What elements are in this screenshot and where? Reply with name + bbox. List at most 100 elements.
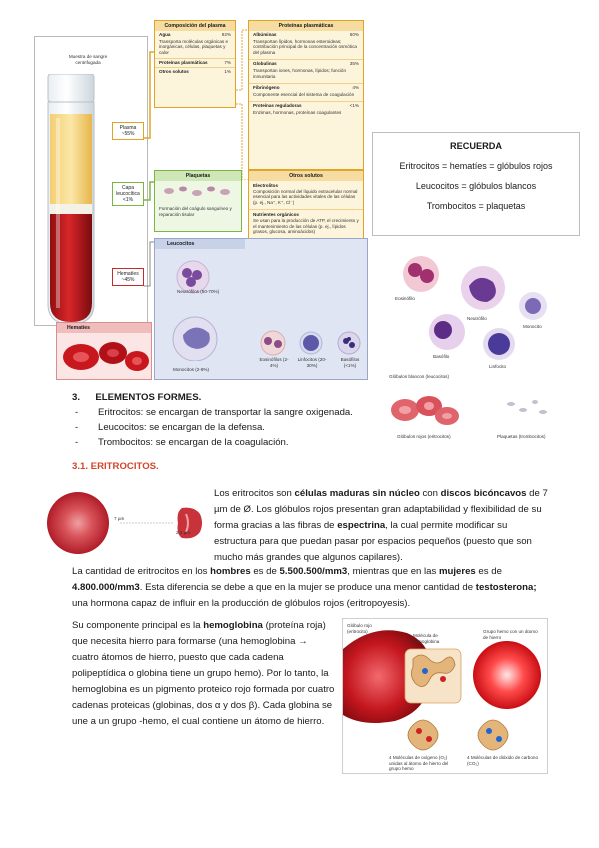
rbc-diagram: 7 µm 2,5 µm (44, 490, 206, 556)
text: , la cual permite modificar su estructur… (214, 520, 532, 563)
text: , mientras que en las (347, 566, 439, 577)
bold-text: 5.500.500/mm3 (279, 566, 348, 577)
hb-caption-oxygen: 4 Moléculas de oxígeno (O₂) unidas al át… (389, 755, 449, 772)
platelets-illustration (164, 186, 230, 196)
cell-label-eosinophil: Eosinófilos (2-4%) (259, 357, 289, 368)
plasma-row-name: Proteínas plasmáticas (159, 60, 208, 66)
text: es de (475, 566, 502, 577)
recuerda-line: Leucocitos = glóbulos blancos (415, 181, 537, 191)
protein-row-desc: Transportan iones, hormonas, lípidos; fu… (253, 67, 347, 79)
text: (proteína roja) que necesita hierro para… (72, 620, 335, 727)
protein-row-desc: Enzimas, hormonas, proteínas coagulantes (253, 109, 342, 115)
recuerda-box: RECUERDA Eritrocitos = hematíes = glóbul… (372, 132, 580, 236)
other-solutes-title: Otros solutos (249, 171, 363, 181)
bold-text: testosterona; (475, 582, 537, 593)
tube-caption: Muestra de sangre centrifugada (68, 54, 108, 65)
protein-row-value: 4% (352, 85, 359, 91)
list-item: Eritrocitos: se encargan de transportar … (72, 405, 382, 420)
cell-label-lymphocyte: Linfocitos (20-30%) (297, 357, 327, 368)
rbc-platelets-figure: Glóbulos rojos (eritrocitos) Plaquetas (… (383, 392, 583, 444)
wbc-caption: Glóbulos blancos (leucocitos) (389, 374, 450, 379)
wbc-label-neutrophil: Neutrófilo (467, 316, 487, 321)
protein-row-desc: Transportan lípidos, hormonas esteroidea… (253, 38, 357, 55)
blood-composition-figure: Muestra de sangre centrifugada Plasma ~5… (30, 12, 368, 384)
bold-text: espectrina (337, 520, 386, 531)
hb-caption-co2: 4 Moléculas de dióxido de carbono (CO₂) (467, 755, 538, 766)
text: Su componente principal es la (72, 620, 204, 631)
solute-row-desc: Se usan para la producción de ATP, el cr… (253, 217, 359, 235)
list-item: Leucocitos: se encargan de la defensa. (72, 420, 382, 435)
section-3-1-title: 3.1. ERITROCITOS. (72, 461, 159, 472)
paragraph-cantidad: La cantidad de eritrocitos en los hombre… (72, 564, 550, 612)
test-tube-illustration (47, 74, 95, 325)
cell-label-monocyte: Monocitos (2-8%) (173, 367, 209, 372)
hb-label-molecule: Molécula de hemoglobina (413, 633, 440, 644)
section-3-list: Eritrocitos: se encargan de transportar … (72, 405, 382, 450)
wbc-label-eosinophil: Eosinófilo (395, 296, 415, 301)
protein-row-name: Albúminas (253, 32, 277, 37)
white-cells-figure: Eosinófilo Neutrófilo Monocito Basófilo … (383, 246, 583, 386)
plasma-row-name: Agua (159, 32, 171, 37)
rbc-platelets-illustration (391, 396, 547, 425)
recuerda-title: RECUERDA (449, 141, 503, 151)
rbc-caption: Glóbulos rojos (eritrocitos) (397, 434, 451, 439)
leukocytes-illustration (172, 260, 361, 361)
cell-label-basophil: Basófilos (<1%) (340, 357, 360, 368)
protein-row-name: Fibrinógeno (253, 85, 280, 91)
wbc-label-basophil: Basófilo (433, 354, 450, 359)
hematies-panel: Hematíes (56, 322, 152, 380)
recuerda-line: Eritrocitos = hematíes = glóbulos rojos (399, 161, 553, 171)
paragraph-hemoglobina: Su componente principal es la hemoglobin… (72, 618, 336, 730)
plasma-label: Plasma ~55% (112, 122, 144, 140)
section-3: 3. ELEMENTOS FORMES. Eritrocitos: se enc… (72, 390, 382, 450)
paragraph-eritrocitos: Los eritrocitos son células maduras sin … (214, 486, 548, 566)
hb-label-group: Grupo hemo con un átomo de hierro (483, 629, 538, 640)
protein-row-value: <1% (349, 103, 359, 109)
text: Los eritrocitos son (214, 488, 295, 499)
solute-row-desc: Composición normal del líquido extracelu… (253, 188, 358, 205)
plaquetas-desc: Formación del coágulo sanguíneo y repara… (159, 206, 232, 217)
hemoglobin-illustration (343, 630, 541, 751)
hb-label-rbc: Glóbulo rojo (eritrocito) (347, 623, 372, 634)
plasma-row-value: 92% (221, 32, 231, 37)
connector-lines (144, 51, 156, 287)
proteins-panel-title: Proteínas plasmáticas (249, 21, 363, 31)
bold-text: mujeres (438, 566, 476, 577)
bold-text: 4.800.000/mm3 (72, 582, 140, 593)
hematies-panel-title: Hematíes (57, 323, 151, 333)
section-3-title: ELEMENTOS FORMES. (95, 392, 202, 403)
plasma-row-value: 1% (224, 68, 231, 74)
list-item: Trombocitos: se encargan de la coagulaci… (72, 435, 382, 450)
plaquetas-panel-title: Plaquetas (155, 171, 241, 181)
platelet-caption: Plaquetas (trombocitos) (497, 434, 546, 439)
buffy-coat-label: Capa leucocítica <1% (112, 182, 144, 206)
plasma-panel-title: Composición del plasma (155, 21, 235, 31)
solute-row-name: Nutrientes orgánicos (249, 209, 363, 218)
protein-row-name: Proteínas reguladoras (253, 103, 302, 109)
red-cells-illustration (63, 342, 149, 371)
solute-row-name: Electrolitos (253, 183, 279, 188)
text: . Esta diferencia se debe a que en la mu… (139, 582, 476, 593)
bold-text: hombres (210, 566, 251, 577)
leukocytes-panel-title: Leucocitos (155, 239, 245, 249)
plasma-row-value: 7% (224, 60, 231, 66)
hematies-label: Hematíes ~45% (112, 268, 144, 286)
rbc-diameter-label: 7 µm (114, 516, 125, 521)
bold-text: discos bicóncavos (440, 488, 527, 499)
protein-row-desc: Componente esencial del sistema de coagu… (253, 91, 355, 97)
bold-text: células maduras sin núcleo (294, 488, 420, 499)
panel-connector (236, 29, 248, 180)
wbc-label-lymphocyte: Linfocito (489, 364, 507, 369)
text: es de (250, 566, 280, 577)
plasma-row-name: Otros solutos (159, 68, 189, 74)
text: La cantidad de eritrocitos en los (72, 566, 211, 577)
text: de 7 µm de Ø. Los glóbulos rojos present… (214, 488, 548, 531)
text: con (419, 488, 441, 499)
plasma-composition-panel: Composición del plasma Agua 92% Transport… (154, 20, 236, 108)
protein-row-name: Globulinas (253, 61, 277, 67)
rbc-illustration (47, 492, 202, 554)
cell-label-neutrophil: Neutrófilos (50-70%) (177, 289, 220, 294)
leukocytes-panel: Leucocitos Neutrófilos (50-70%) Monocito… (154, 238, 368, 380)
plasma-row-desc: Transporta moléculas orgánicas e inorgán… (159, 38, 229, 55)
